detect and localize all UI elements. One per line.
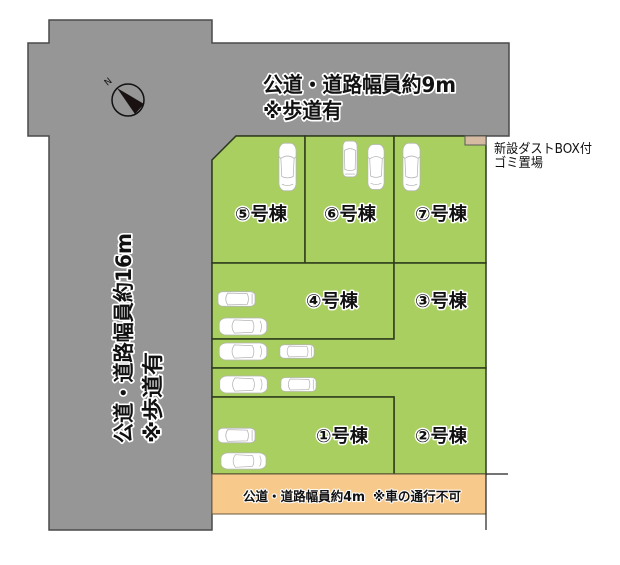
car-icon	[342, 140, 358, 178]
car-icon	[279, 344, 315, 359]
car-icon	[219, 375, 268, 394]
south-road-no-vehicle-note: ※車の通行不可	[373, 489, 461, 505]
car-icon	[218, 317, 268, 336]
car-icon	[220, 452, 267, 470]
lot-3-label: ③号棟	[415, 290, 468, 312]
south-road-width-label: 公道・道路幅員約4m	[243, 489, 365, 505]
dust-box-label-line2: ゴミ置場	[494, 155, 543, 171]
lot-1-label: ①号棟	[316, 425, 369, 447]
car-icon	[280, 377, 317, 392]
car-icon	[402, 142, 421, 192]
lot-7-label: ⑦号棟	[415, 203, 468, 225]
compass-north-label: N	[103, 76, 115, 88]
car-icon	[278, 142, 297, 192]
car-icon	[367, 144, 385, 190]
car-icon	[217, 427, 256, 444]
car-icon	[218, 342, 268, 361]
lot-4-label: ④号棟	[306, 290, 359, 312]
west-road-sidewalk-note: ※歩道有	[141, 352, 165, 443]
north-road-width-label: 公道・道路幅員約9m	[263, 73, 456, 97]
compass-icon: N	[103, 76, 145, 117]
west-road-width-label: 公道・道路幅員約16m	[112, 233, 136, 443]
dust-box	[464, 135, 487, 146]
dust-box-label-line1: 新設ダストBOX付	[494, 141, 592, 157]
north-road-sidewalk-note: ※歩道有	[263, 99, 342, 123]
lot-6-label: ⑥号棟	[324, 203, 377, 225]
car-icon	[217, 291, 256, 307]
lot-5-label: ⑤号棟	[235, 203, 288, 225]
lot-2-label: ②号棟	[415, 425, 468, 447]
narrow-public-road	[211, 473, 487, 515]
